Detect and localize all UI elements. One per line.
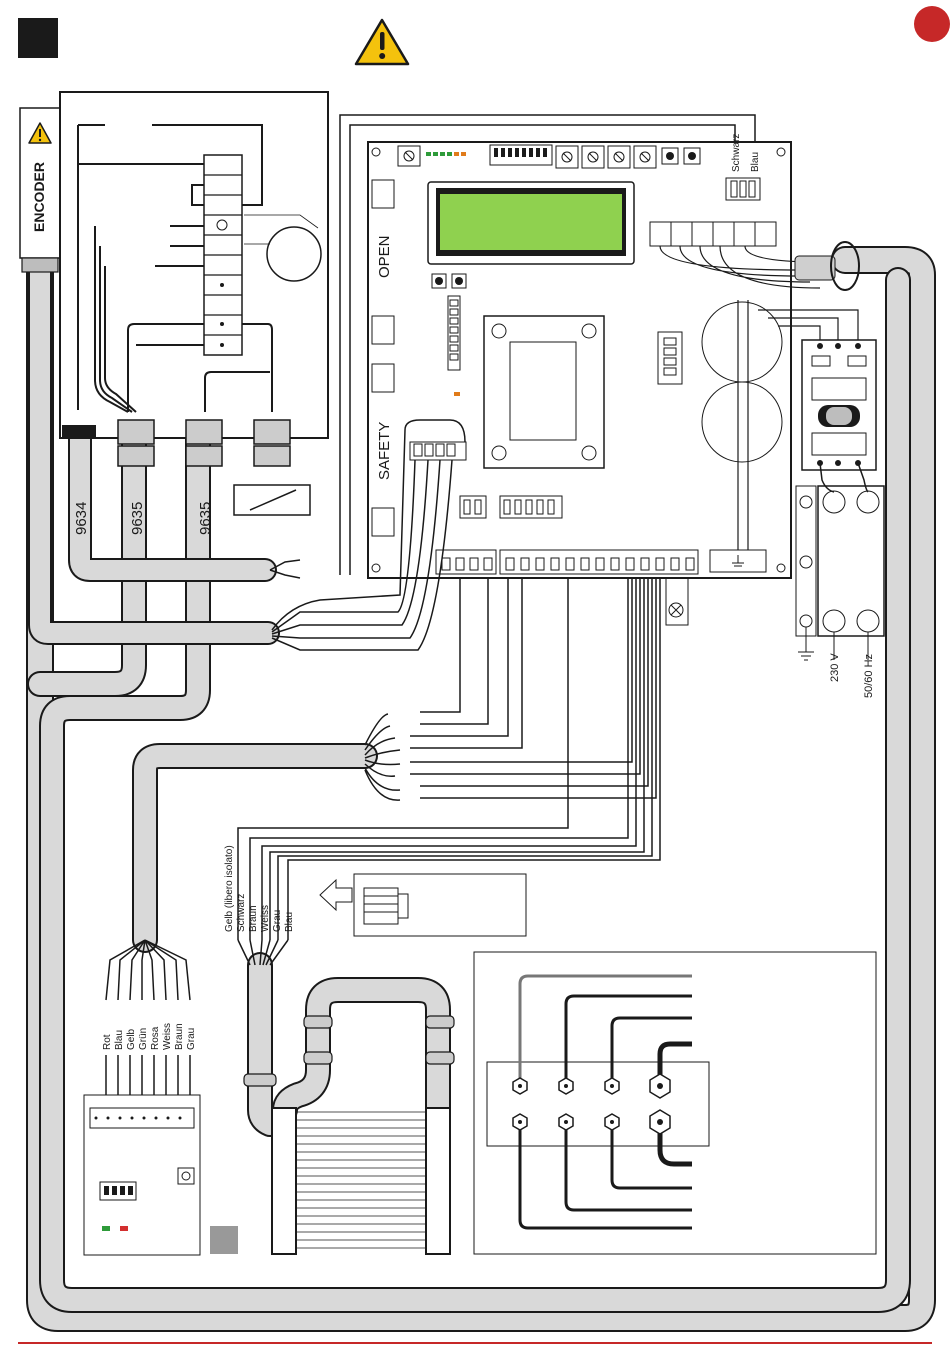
ferrite-core (795, 256, 835, 280)
jumper-column (448, 296, 460, 370)
wire-label: Braun (174, 1023, 185, 1050)
lcd-screen (440, 194, 622, 250)
motor-icon (267, 227, 321, 281)
arrow-left-icon (320, 880, 352, 910)
wire-label: Blau (284, 912, 295, 932)
cable-number-1: 9634 (73, 502, 90, 535)
wire-color-labels-1: Rot Blau Gelb Grün Rosa Weiss Braun Grau (102, 1023, 197, 1050)
led-red (120, 1226, 128, 1231)
wire-color-labels-2: Gelb (libero isolato) Schwarz Braun Weis… (224, 845, 295, 932)
wire-label: Grau (186, 1028, 197, 1050)
wire-label: Weiss (260, 905, 271, 932)
wire-label: Grün (138, 1028, 149, 1050)
cable-number-3: 9635 (197, 502, 214, 535)
wire-label: Rosa (150, 1026, 161, 1050)
encoder-gland (22, 258, 58, 272)
wire-label: Blau (114, 1030, 125, 1050)
wire-label-schwarz: Schwarz (731, 134, 742, 172)
wire-label: Schwarz (236, 894, 247, 932)
wire-label: Braun (248, 905, 259, 932)
page-marker-square (18, 18, 58, 58)
ribbon-cable (296, 1112, 426, 1248)
wire-label: Weiss (162, 1023, 173, 1050)
safety-label: SAFETY (376, 422, 393, 480)
warning-triangle-icon (356, 20, 408, 64)
wire-label: Rot (102, 1034, 113, 1050)
cable-number-2: 9635 (129, 502, 146, 535)
frequency-label: 50/60 Hz (863, 654, 875, 698)
red-dot-icon (914, 6, 950, 42)
ribbon-connector (272, 1108, 296, 1254)
led-green (102, 1226, 110, 1231)
encoder-label: ENCODER (31, 162, 47, 232)
voltage-label: 230 V (829, 653, 841, 682)
open-label: OPEN (376, 235, 393, 278)
wire-label: Grau (272, 910, 283, 932)
ribbon-connector (426, 1108, 450, 1254)
wire-label: Gelb (126, 1028, 137, 1050)
gray-square (210, 1226, 238, 1254)
dip-switch[interactable] (490, 145, 552, 165)
wire-label-blau: Blau (750, 152, 761, 172)
wire-label: Gelb (libero isolato) (224, 845, 235, 932)
